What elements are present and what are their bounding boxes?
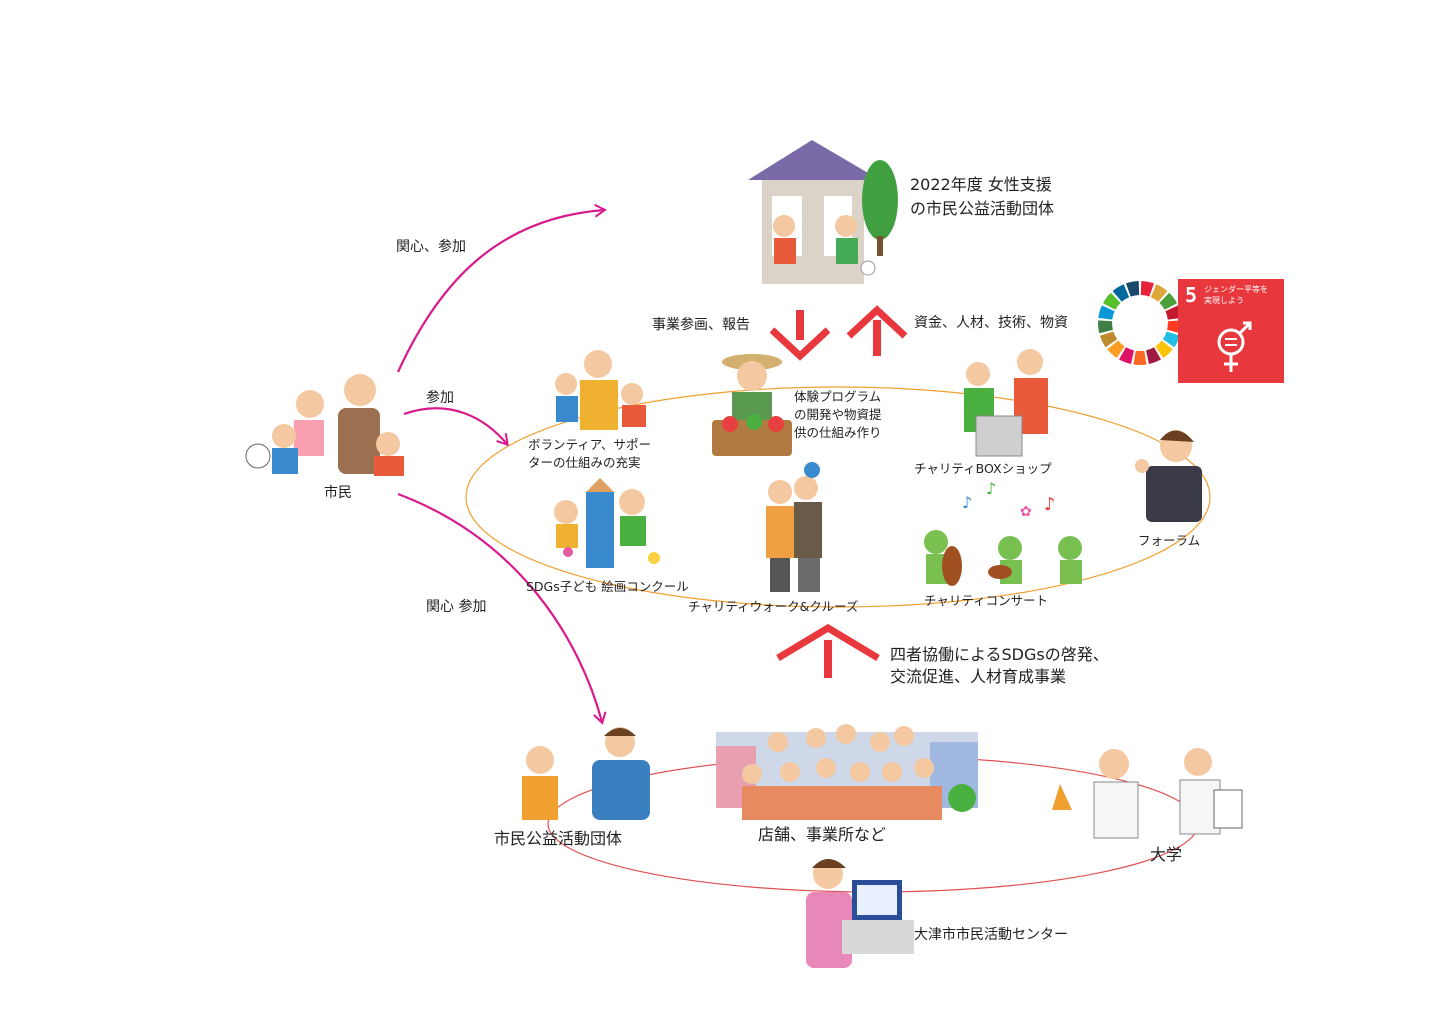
forum-label: フォーラム xyxy=(1138,533,1201,548)
sdg-wheel-segment xyxy=(1107,340,1125,358)
activities-ellipse xyxy=(465,386,1211,608)
arrow-up-collaboration xyxy=(776,623,880,678)
civic-groups-label: 市民公益活動団体 xyxy=(494,829,623,848)
sdg-wheel-segment xyxy=(1155,340,1173,358)
interest-participation-bottom-label: 関心 参加 xyxy=(426,599,487,615)
charity-shop-illustration xyxy=(964,349,1048,457)
sdg-wheel-segment xyxy=(1133,350,1147,366)
center-staff-illustration xyxy=(806,859,914,968)
sdg5-badge: 5 ジェンダー平等を 実現しよう xyxy=(1178,279,1284,383)
volunteer-label-line2: ターの仕組みの充実 xyxy=(528,455,641,470)
arrow-citizens-to-activities xyxy=(403,407,509,447)
program-label-line2: の開発や物資提 xyxy=(794,407,882,422)
sdg-wheel-segment xyxy=(1146,347,1161,364)
svg-text:♪: ♪ xyxy=(962,493,972,512)
sdg-wheel-segment xyxy=(1140,281,1154,297)
sdg-wheel-segment xyxy=(1098,320,1113,334)
sdg-wheel-segment xyxy=(1126,281,1140,297)
svg-text:♪: ♪ xyxy=(1044,494,1056,515)
sdg-wheel-segment xyxy=(1100,331,1118,348)
center-label: 大津市市民活動センター xyxy=(914,927,1068,943)
resources-label: 資金、人材、技術、物資 xyxy=(914,315,1068,331)
citizens-family-illustration xyxy=(245,374,404,476)
charity-walk-illustration xyxy=(766,462,822,592)
collaboration-label-line2: 交流促進、人材育成事業 xyxy=(890,667,1067,686)
sdg5-number: 5 xyxy=(1185,283,1198,307)
volunteer-label-line1: ボランティア、サポー xyxy=(528,437,652,452)
interest-participation-top-label: 関心、参加 xyxy=(396,239,466,255)
farmer-illustration xyxy=(712,354,792,456)
arrow-citizens-to-org xyxy=(396,203,607,373)
svg-text:♪: ♪ xyxy=(986,479,996,498)
university-label: 大学 xyxy=(1150,845,1183,864)
volunteer-illustration xyxy=(555,350,646,430)
participation-label: 参加 xyxy=(426,390,454,406)
arrow-up-resources xyxy=(846,305,908,356)
business-report-label: 事業参画、報告 xyxy=(652,317,750,333)
sdg-wheel-segment xyxy=(1159,292,1177,310)
art-contest-label: SDGs子ども 絵画コンクール xyxy=(526,579,689,594)
sdg5-title-line1: ジェンダー平等を xyxy=(1204,285,1268,294)
sdg-wheel-segment xyxy=(1103,292,1121,310)
arrow-down-report xyxy=(769,310,831,361)
charity-shop-label: チャリティBOXショップ xyxy=(914,461,1052,476)
program-label-line1: 体験プログラム xyxy=(794,389,882,404)
businesses-illustration xyxy=(716,724,978,820)
sdg-wheel-segment xyxy=(1098,305,1115,320)
arrow-citizens-to-partners xyxy=(397,492,607,725)
businesses-label: 店舗、事業所など xyxy=(758,825,887,844)
charity-walk-label: チャリティウォーク&クルーズ xyxy=(688,599,859,614)
top-org-label-line1: 2022年度 女性支援 xyxy=(910,175,1052,194)
svg-text:✿: ✿ xyxy=(1020,504,1032,520)
sdg-wheel-segment xyxy=(1112,284,1130,302)
sdg-wheel-segment xyxy=(1165,305,1182,320)
civic-group-people-illustration xyxy=(522,727,650,820)
sdg-wheel-segment xyxy=(1150,284,1168,302)
sdg5-title-line2: 実現しよう xyxy=(1204,296,1244,305)
charity-concert-label: チャリティコンサート xyxy=(924,593,1049,608)
charity-concert-illustration: ♪ ♪ ✿ ♪ xyxy=(924,479,1082,586)
sdg-wheel-segment xyxy=(1162,331,1180,348)
sdg-wheel-icon xyxy=(1098,281,1182,366)
citizens-label: 市民 xyxy=(324,485,352,501)
university-people-illustration xyxy=(1052,748,1243,839)
top-org-label-line2: の市民公益活動団体 xyxy=(910,199,1055,218)
house-illustration xyxy=(748,140,898,284)
collaboration-label-line1: 四者協働によるSDGsの啓発、 xyxy=(890,645,1109,664)
program-label-line3: 供の仕組み作り xyxy=(794,425,882,440)
art-contest-illustration xyxy=(554,478,660,568)
forum-speaker-illustration xyxy=(1135,430,1202,522)
sdg-wheel-segment xyxy=(1119,347,1134,364)
